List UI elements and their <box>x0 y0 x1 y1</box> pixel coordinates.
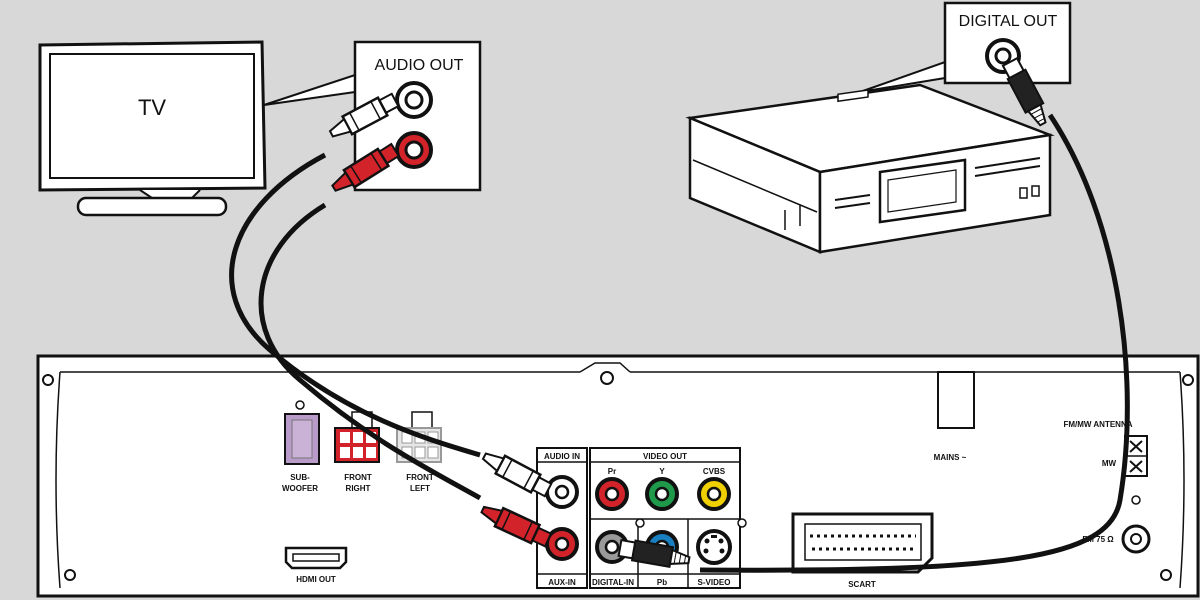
front-right-label-2: RIGHT <box>346 484 371 493</box>
fm-label: FM 75 Ω <box>1082 535 1114 544</box>
unit-back-panel: SUB- WOOFER FRONT RIGHT FRONT LEFT <box>36 354 1200 598</box>
y-label: Y <box>659 467 665 476</box>
red-plug-tv <box>331 142 401 192</box>
red-plug-unit <box>480 505 553 548</box>
tv-label: TV <box>138 95 166 120</box>
front-left-label-1: FRONT <box>406 473 434 482</box>
cables <box>229 56 1130 573</box>
s-video-label: S-VIDEO <box>698 578 731 587</box>
mains-label: MAINS ~ <box>934 453 967 462</box>
mw-label: MW <box>1102 459 1117 468</box>
subwoofer-connector <box>284 413 320 465</box>
front-left-label-2: LEFT <box>410 484 430 493</box>
pb-label: Pb <box>657 578 667 587</box>
scart-port <box>791 512 934 574</box>
digital-in-label: DIGITAL-IN <box>592 578 634 587</box>
subwoofer-label-1: SUB- <box>290 473 310 482</box>
coax-plug-unit <box>617 538 691 569</box>
white-plug-unit <box>481 452 553 498</box>
pr-label: Pr <box>608 467 616 476</box>
aux-in-label: AUX-IN <box>548 578 576 587</box>
audio-in-label: AUDIO IN <box>544 452 580 461</box>
front-right-label-1: FRONT <box>344 473 372 482</box>
video-out-label: VIDEO OUT <box>643 452 687 461</box>
audio-out-white-jack <box>395 81 433 119</box>
hdmi-out-label: HDMI OUT <box>296 575 336 584</box>
mains-socket <box>937 371 975 429</box>
red-audio-cable <box>258 202 482 501</box>
digital-out-label: DIGITAL OUT <box>959 13 1058 30</box>
audio-out-label: AUDIO OUT <box>375 57 464 74</box>
white-audio-cable <box>229 152 481 458</box>
digital-out-callout: DIGITAL OUT <box>859 1 1072 93</box>
audio-out-callout: AUDIO OUT <box>263 40 482 192</box>
subwoofer-label-2: WOOFER <box>282 484 318 493</box>
audio-out-red-jack <box>395 131 433 169</box>
coax-plug-device <box>1001 56 1047 127</box>
scart-label: SCART <box>848 580 876 589</box>
source-device <box>685 83 1055 254</box>
white-plug-tv <box>328 92 400 138</box>
antenna-label: FM/MW ANTENNA <box>1063 420 1132 429</box>
hdmi-out-port <box>284 546 348 570</box>
audio-in-block <box>536 447 588 589</box>
digital-coax-cable <box>699 113 1130 573</box>
cvbs-label: CVBS <box>703 467 726 476</box>
tv-set: TV <box>38 40 267 217</box>
